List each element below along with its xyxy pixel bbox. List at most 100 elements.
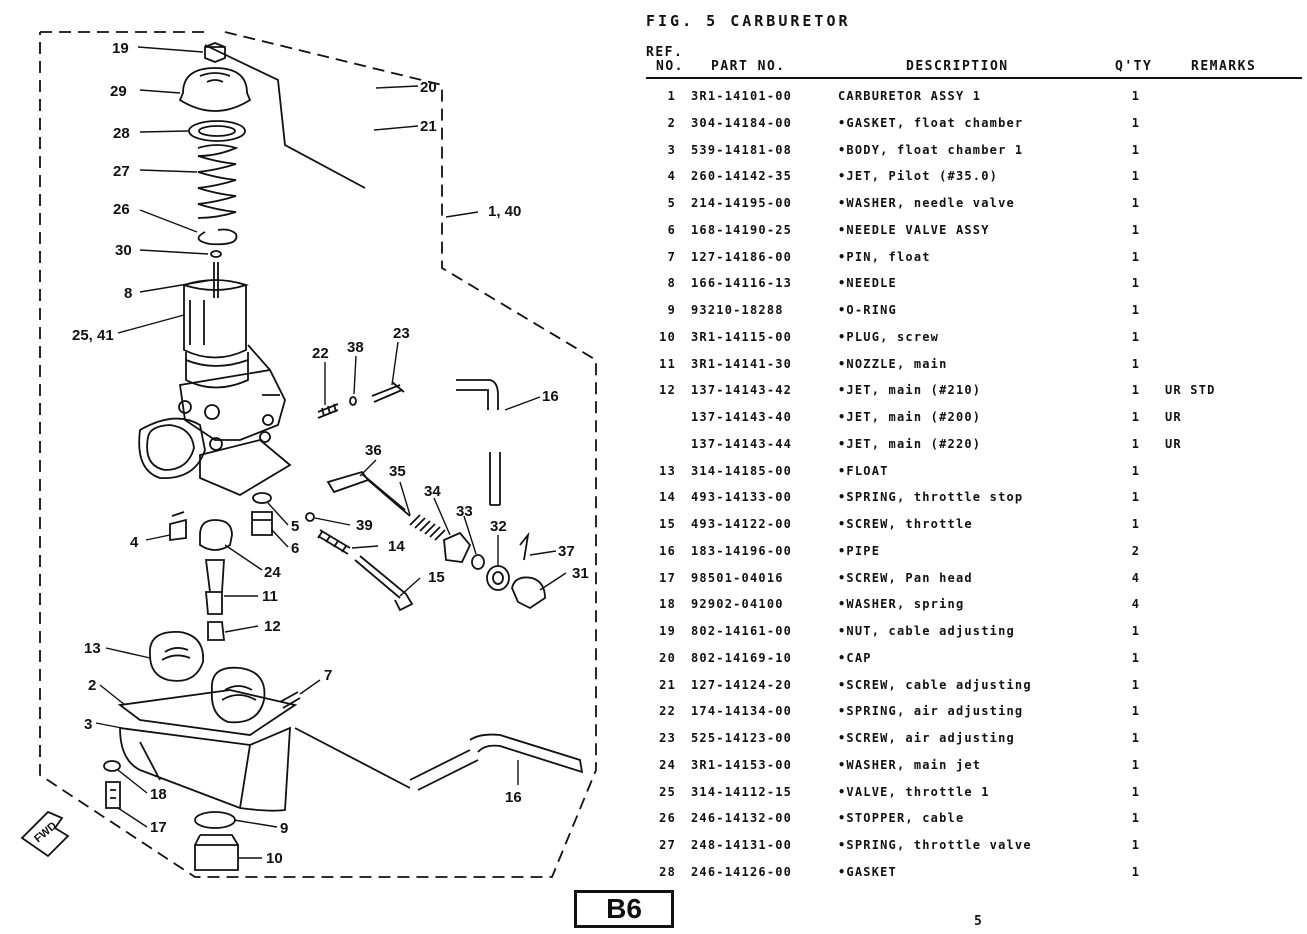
part-no-cell: 493-14133-00 <box>691 490 793 505</box>
part-no-cell: 246-14132-00 <box>691 811 793 826</box>
label-6: 6 <box>291 540 299 557</box>
description-cell: •CAP <box>838 650 872 665</box>
part-no-cell: 3R1-14141-30 <box>691 356 793 371</box>
ref-cell: 12 <box>659 383 676 398</box>
description-cell: •NEEDLE VALVE ASSY <box>838 222 990 237</box>
qty-cell: 1 <box>1131 517 1141 531</box>
label-35: 35 <box>389 463 406 480</box>
remarks-cell: UR <box>1165 436 1182 451</box>
label-30: 30 <box>115 242 132 259</box>
description-cell: •VALVE, throttle 1 <box>838 784 990 799</box>
description-cell: •JET, Pilot (#35.0) <box>838 169 999 184</box>
label-4: 4 <box>130 534 139 551</box>
description-cell: •NEEDLE <box>838 276 897 291</box>
qty-cell: 1 <box>1131 838 1141 852</box>
description-cell: CARBURETOR ASSY 1 <box>838 89 982 103</box>
label-17: 17 <box>150 819 167 836</box>
qty-cell: 4 <box>1131 597 1141 612</box>
part-32-washer <box>486 565 510 591</box>
label-9: 9 <box>280 820 288 837</box>
qty-cell: 1 <box>1131 811 1141 826</box>
remarks-cell: UR STD <box>1165 383 1216 398</box>
label-32: 32 <box>490 518 507 535</box>
description-cell: •SCREW, Pan head <box>838 570 973 585</box>
description-cell: •WASHER, main jet <box>838 757 982 772</box>
part-25-valve <box>183 279 249 359</box>
part-38-oring <box>349 396 357 406</box>
description-cell: •SPRING, air adjusting <box>838 704 1024 719</box>
description-cell: •GASKET <box>838 864 897 879</box>
part-11-nozzle <box>204 559 225 615</box>
figure-title: FIG. 5 CARBURETOR <box>646 12 851 30</box>
part-no-cell: 166-14116-13 <box>691 276 793 291</box>
ref-cell: 24 <box>659 757 676 772</box>
qty-cell: 1 <box>1131 650 1141 665</box>
ref-cell: 19 <box>659 624 676 638</box>
part-22-spring <box>317 403 339 419</box>
description-cell: •NOZZLE, main <box>838 356 948 371</box>
part-6-needle-valve <box>251 511 273 536</box>
label-33: 33 <box>456 503 473 520</box>
qty-cell: 1 <box>1131 624 1141 638</box>
ref-cell: 7 <box>667 249 676 264</box>
ref-cell: 18 <box>659 597 676 612</box>
part-24-washer <box>199 519 233 551</box>
part-13-float <box>149 631 266 724</box>
ref-cell: 21 <box>659 677 676 692</box>
part-4-pilot-jet <box>169 511 187 542</box>
part-no-cell: 802-14169-10 <box>691 650 793 665</box>
part-37-pin <box>519 531 530 561</box>
part-no-cell: 98501-04016 <box>691 570 784 585</box>
part-31-cap <box>511 576 546 610</box>
header-remarks: REMARKS <box>1191 59 1257 74</box>
part-no-cell: 127-14124-20 <box>691 677 793 692</box>
qty-cell: 1 <box>1131 115 1141 130</box>
qty-cell: 1 <box>1131 249 1141 264</box>
part-no-cell: 137-14143-44 <box>691 436 793 451</box>
description-cell: •GASKET, float chamber <box>838 115 1024 130</box>
qty-cell: 1 <box>1131 704 1141 719</box>
fwd-arrow-icon <box>20 810 70 858</box>
label-12: 12 <box>264 618 281 635</box>
part-29-cap <box>178 67 252 112</box>
description-cell: •NUT, cable adjusting <box>838 624 1015 638</box>
part-10-plug <box>194 834 239 871</box>
ref-cell: 28 <box>659 864 676 879</box>
ref-cell: 13 <box>659 463 676 478</box>
label-16-lower: 16 <box>505 789 522 806</box>
qty-cell: 1 <box>1131 864 1141 879</box>
ref-cell: 5 <box>667 196 676 210</box>
label-26: 26 <box>113 201 130 218</box>
part-no-cell: 3R1-14153-00 <box>691 757 793 772</box>
description-cell: •SCREW, air adjusting <box>838 731 1015 745</box>
part-2-gasket <box>117 689 298 736</box>
qty-cell: 1 <box>1131 169 1141 184</box>
label-7: 7 <box>324 667 332 684</box>
part-36-screw <box>326 470 411 517</box>
ref-cell: 2 <box>667 115 676 130</box>
ref-cell: 26 <box>659 811 676 826</box>
part-no-cell: 248-14131-00 <box>691 838 793 852</box>
part-16-pipe-lower <box>409 733 584 791</box>
description-cell: •STOPPER, cable <box>838 811 965 826</box>
header-qty: Q'TY <box>1115 59 1153 74</box>
cable-line <box>204 44 366 189</box>
part-7-float-pin <box>279 691 301 709</box>
label-22: 22 <box>312 345 329 362</box>
ref-cell: 15 <box>659 517 676 531</box>
part-35-spring <box>409 514 446 541</box>
part-27-spring <box>197 144 239 219</box>
